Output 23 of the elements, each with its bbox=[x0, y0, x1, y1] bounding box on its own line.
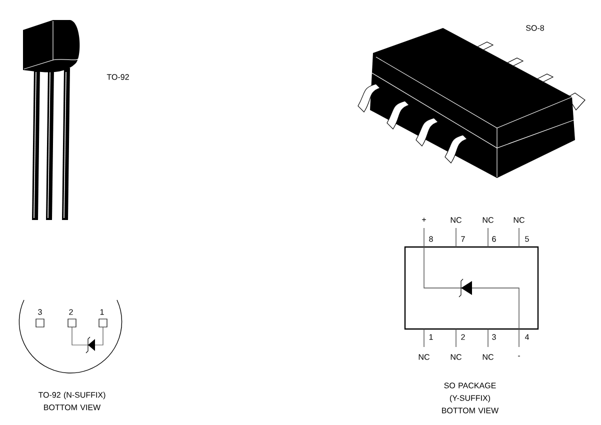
pin-number: 5 bbox=[524, 235, 530, 243]
pin-number: 4 bbox=[524, 333, 530, 341]
pin-label: NC bbox=[417, 353, 431, 361]
pin-number: 8 bbox=[428, 235, 434, 243]
pin-number: 6 bbox=[490, 235, 498, 243]
pin-number: 7 bbox=[460, 235, 466, 243]
pin-label: NC bbox=[481, 216, 495, 224]
pin-label: NC bbox=[449, 216, 463, 224]
pin-label: NC bbox=[481, 353, 495, 361]
view-caption: SO PACKAGE (Y-SUFFIX) BOTTOM VIEW bbox=[442, 382, 499, 414]
package-label: SO-8 bbox=[526, 25, 544, 31]
pin-number: 3 bbox=[490, 333, 498, 341]
view-caption: TO-92 (N-SUFFIX) BOTTOM VIEW bbox=[38, 392, 106, 410]
pin-number: 3 bbox=[36, 308, 44, 316]
pin-number: 1 bbox=[428, 333, 434, 341]
pin-number: 1 bbox=[98, 308, 106, 316]
pin-number: 2 bbox=[460, 333, 466, 341]
pin-label: NC bbox=[512, 216, 526, 224]
pin-number: 2 bbox=[68, 308, 74, 316]
pin-label: NC bbox=[449, 353, 463, 361]
pin-label: + bbox=[420, 216, 428, 224]
package-label: TO-92 bbox=[106, 74, 129, 80]
pin-label: - bbox=[516, 354, 522, 360]
